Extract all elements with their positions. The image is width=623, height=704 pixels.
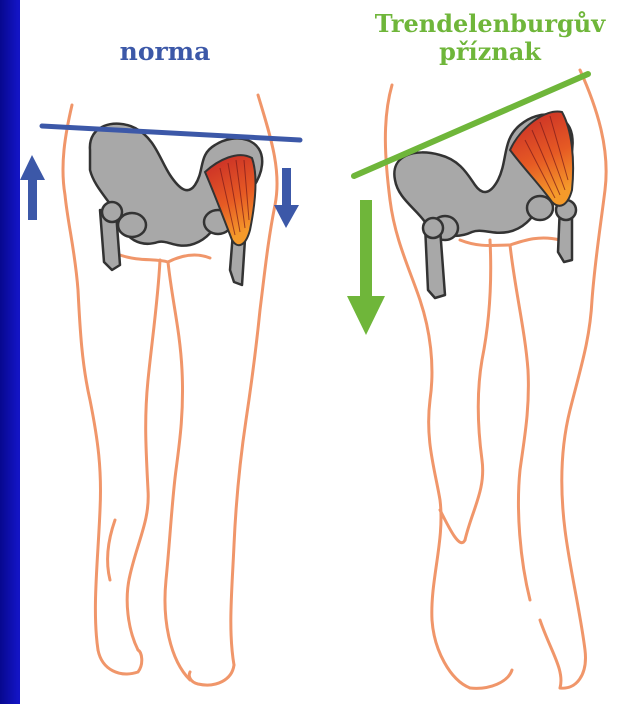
normal-arrow-up-icon xyxy=(20,155,45,220)
normal-pelvic-line xyxy=(42,126,300,140)
trendelenburg-label-line2: příznak xyxy=(370,38,610,66)
normal-figure xyxy=(20,95,300,685)
normal-label: norma xyxy=(115,38,215,67)
trendelenburg-figure xyxy=(347,70,606,688)
illustration xyxy=(20,0,623,704)
trendelenburg-label: Trendelenburgův příznak xyxy=(370,10,610,65)
figure-panel: norma Trendelenburgův příznak xyxy=(20,0,623,704)
trendelenburg-label-line1: Trendelenburgův xyxy=(370,10,610,38)
trendelenburg-arrow-down-icon xyxy=(347,200,385,335)
